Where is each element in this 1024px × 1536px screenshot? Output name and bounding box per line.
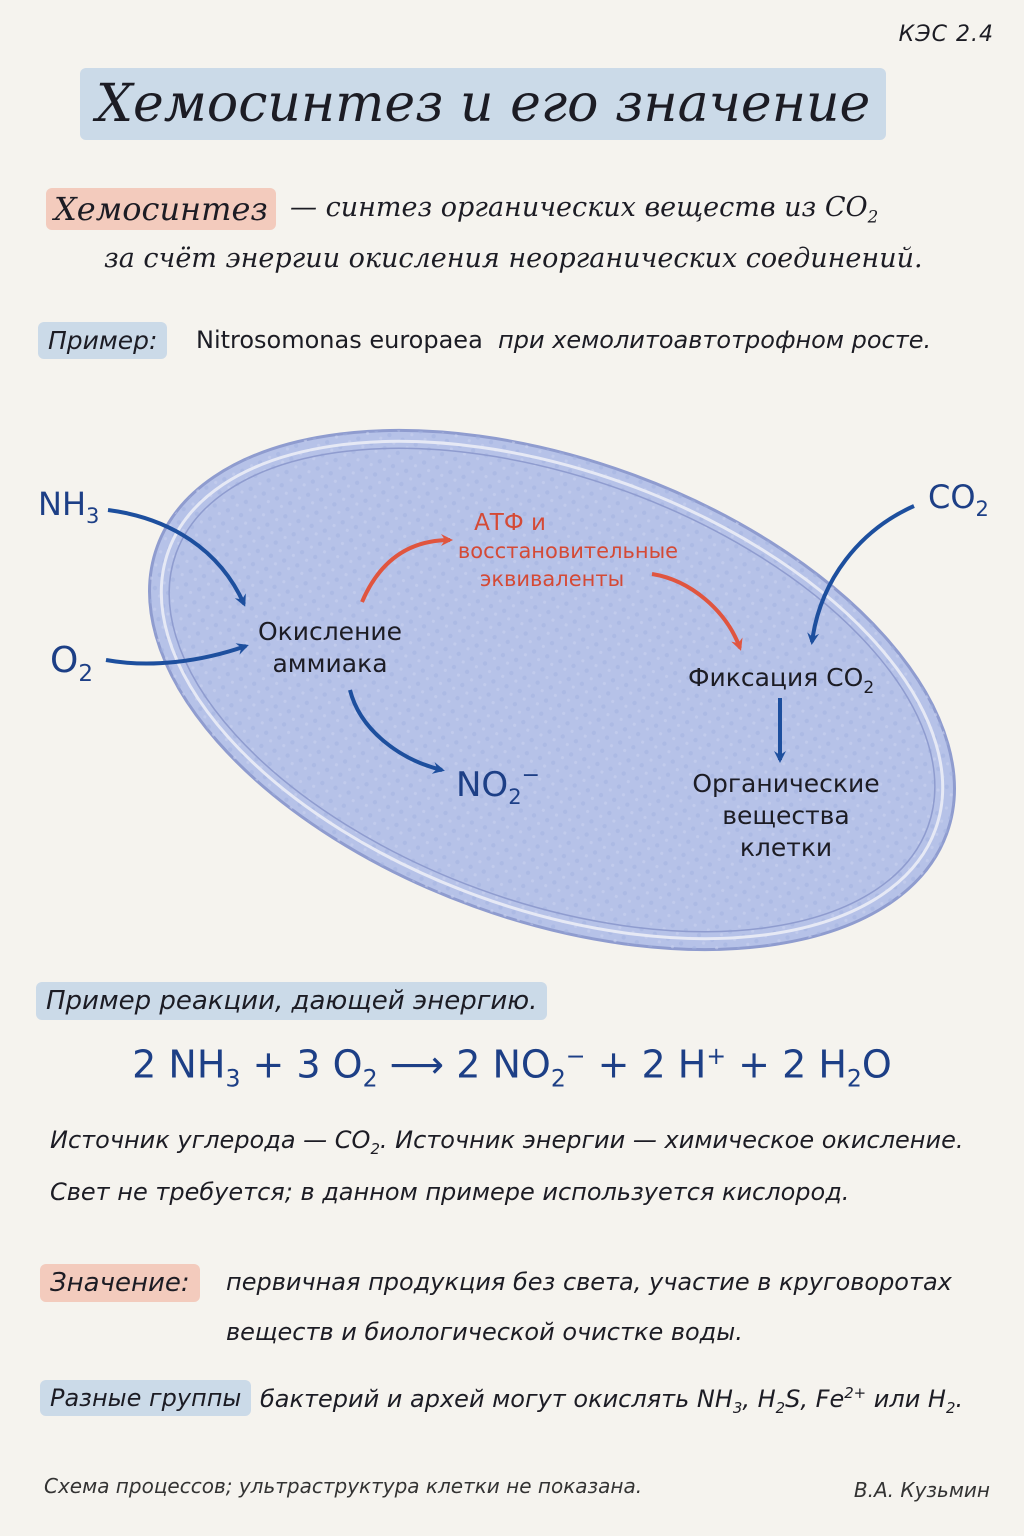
example-label: Пример: xyxy=(38,322,168,359)
sources-line-2: Свет не требуется; в данном примере испо… xyxy=(50,1178,850,1206)
reaction-label: Пример реакции, дающей энергию. xyxy=(36,982,548,1020)
sources-line-1: Источник углерода — CO2. Источник энерги… xyxy=(50,1126,964,1158)
o2-label: O2 xyxy=(50,640,93,687)
groups-text: бактерий и архей могут окислять NH3, H2S… xyxy=(260,1384,964,1417)
arrow-atp-to-fixation xyxy=(651,572,743,651)
organism-name: Nitrosomonas europaea xyxy=(196,326,483,354)
definition-line-2: за счёт энергии окисления неорганических… xyxy=(104,243,923,274)
arrow-oxidation-to-atp xyxy=(360,534,453,603)
arrow-co2-to-fixation xyxy=(807,504,915,645)
nh3-label: NH3 xyxy=(38,485,99,528)
reaction-equation: 2 NH3 + 3 O2 ⟶ 2 NO2− + 2 H+ + 2 H2O xyxy=(132,1042,892,1093)
definition-line-1: — синтез органических веществ из CO2 xyxy=(290,192,879,227)
author-signature: В.А. Кузьмин xyxy=(853,1478,990,1502)
fixation-label: Фиксация CO2 xyxy=(688,663,874,698)
arrow-nh3-to-oxidation xyxy=(107,508,246,607)
page-title: Хемосинтез и его значение xyxy=(96,74,871,134)
no2-label: NO2− xyxy=(456,763,540,809)
title-highlight: Хемосинтез и его значение xyxy=(80,68,887,140)
arrow-o2-to-oxidation xyxy=(105,643,249,666)
co2-label: CO2 xyxy=(928,478,989,521)
arrow-oxidation-to-no2 xyxy=(348,689,445,774)
cell-body xyxy=(148,428,956,952)
significance-line-2: веществ и биологической очистке воды. xyxy=(226,1318,743,1346)
example-text: Nitrosomonas europaea при хемолитоавтотр… xyxy=(196,326,932,354)
footnote: Схема процессов; ультраструктура клетки … xyxy=(44,1474,643,1498)
definition-term: Хемосинтез xyxy=(46,188,276,230)
significance-label: Значение: xyxy=(40,1264,200,1302)
significance-line-1: первичная продукция без света, участие в… xyxy=(226,1268,952,1296)
topic-code: КЭС 2.4 xyxy=(898,22,994,47)
groups-label: Разные группы xyxy=(40,1380,252,1416)
